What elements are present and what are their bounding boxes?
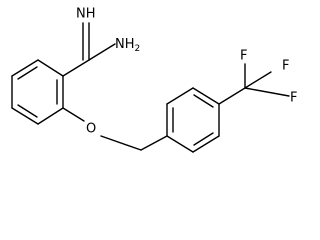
fluorine-right-label: F bbox=[290, 91, 297, 106]
benzamidine-ring bbox=[11, 59, 64, 125]
bond bbox=[192, 135, 220, 153]
trifluoromethyl-group bbox=[218, 63, 290, 105]
double-bond-inner bbox=[193, 94, 214, 108]
amine-label-subscript: 2 bbox=[135, 44, 141, 54]
bond bbox=[166, 87, 194, 105]
ether-oxygen-label: O bbox=[86, 122, 96, 137]
bond bbox=[140, 135, 168, 151]
amine-label-main: NH bbox=[115, 37, 135, 52]
bond bbox=[37, 59, 64, 77]
double-bond-inner bbox=[17, 104, 38, 118]
bond bbox=[244, 71, 272, 89]
double-bond-inner bbox=[193, 132, 214, 146]
imine-label: NH bbox=[76, 7, 96, 22]
bond bbox=[166, 135, 194, 153]
bond bbox=[11, 59, 39, 77]
bond bbox=[218, 87, 246, 105]
bond bbox=[37, 107, 64, 125]
bond bbox=[62, 59, 90, 77]
amine-label: NH2 bbox=[115, 37, 140, 54]
ether-linkage bbox=[62, 107, 168, 151]
trifluoromethylphenyl-ring bbox=[166, 87, 220, 153]
bond bbox=[88, 43, 116, 61]
structural-formula: NH NH2 O F F F bbox=[11, 7, 297, 153]
fluorine-top-right-label: F bbox=[282, 59, 289, 74]
bond bbox=[62, 107, 85, 122]
bond bbox=[244, 87, 290, 97]
double-bond-inner bbox=[17, 66, 38, 80]
amidine-group bbox=[62, 22, 116, 77]
bond bbox=[192, 87, 220, 105]
bond bbox=[100, 135, 142, 151]
bond bbox=[11, 107, 39, 125]
fluorine-top-label: F bbox=[240, 49, 247, 64]
